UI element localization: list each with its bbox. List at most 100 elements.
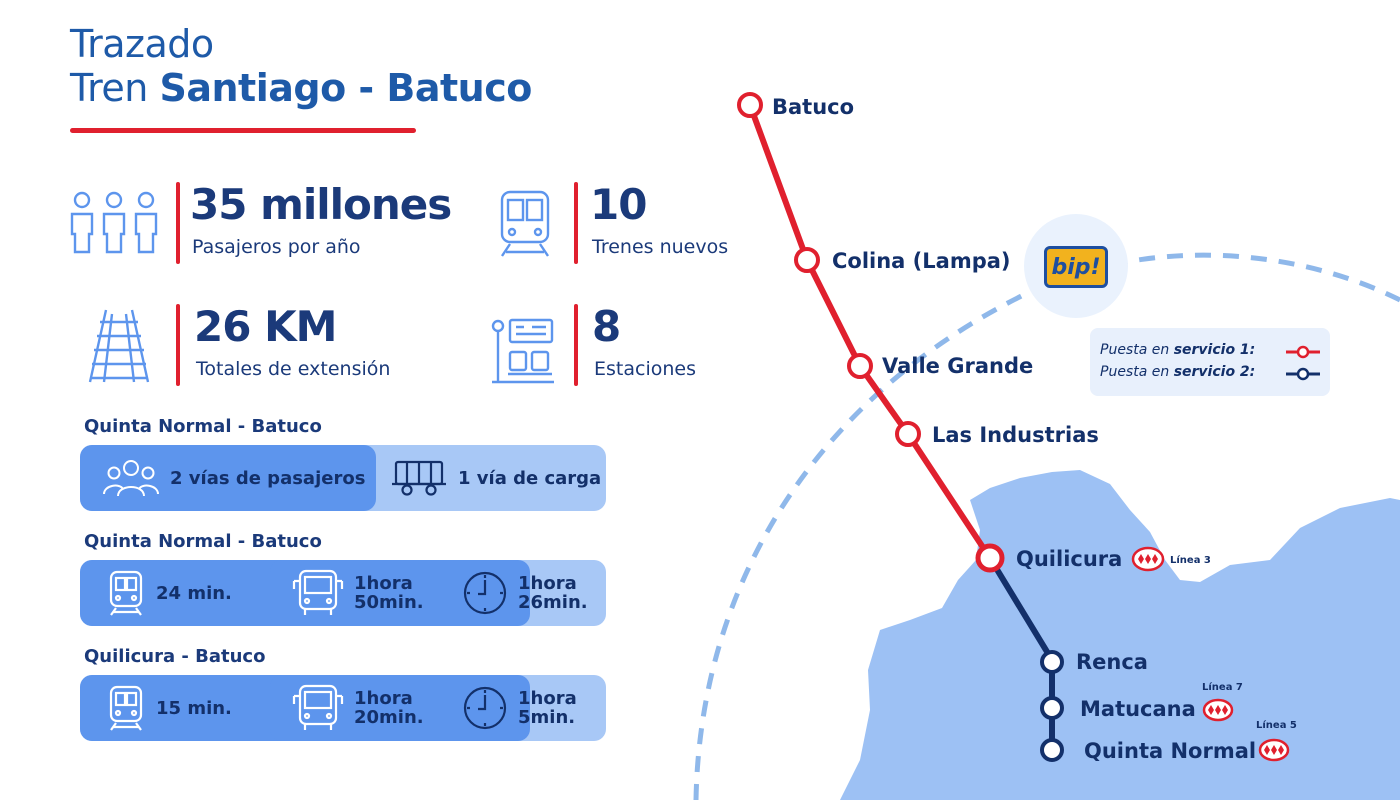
metro-line-label: Línea 3 — [1170, 554, 1211, 566]
stat-divider — [574, 304, 578, 386]
stat-label: Totales de extensión — [196, 358, 391, 380]
legend-phase-1-prefix: Puesta en — [1100, 342, 1174, 358]
page-title: Trazado Tren Santiago - Batuco — [70, 22, 532, 110]
station-marker-renca — [1040, 650, 1064, 674]
car-time-minutes: 26min. — [518, 592, 588, 613]
legend-phase-2: Puesta en servicio 2: — [1100, 364, 1255, 380]
title-prefix: Tren — [70, 66, 160, 110]
people-icon — [70, 191, 158, 254]
metro-diamonds-icon — [1264, 745, 1284, 755]
station-markers — [737, 92, 1064, 762]
station-marker-colina — [794, 247, 820, 273]
legend-phase-1-swatch — [1286, 345, 1320, 359]
station-label-batuco: Batuco — [772, 95, 854, 119]
bus-icon — [292, 684, 344, 730]
section-title-times-quilicura: Quilicura - Batuco — [84, 646, 266, 667]
bus-time-hours: 1hora — [354, 688, 413, 709]
station-label-quinta-normal: Quinta Normal — [1084, 739, 1256, 763]
stat-label: Estaciones — [594, 358, 696, 380]
station-marker-quilicura — [975, 543, 1005, 573]
metro-badge-line-3: Línea 3 — [1131, 546, 1211, 572]
metro-line-label: Línea 7 — [1202, 681, 1243, 693]
clock-icon — [463, 571, 507, 615]
stat-value: 8 — [592, 302, 621, 351]
stat-label: Trenes nuevos — [592, 236, 729, 258]
station-marker-matucana — [1040, 696, 1064, 720]
car-time-hours: 1hora — [518, 573, 577, 594]
legend-phase-2-prefix: Puesta en — [1100, 364, 1174, 380]
legend-phase-1: Puesta en servicio 1: — [1100, 342, 1255, 358]
metro-badge-line-5: Línea 5 — [1256, 719, 1297, 762]
train-time-label: 24 min. — [156, 582, 232, 604]
station-label-colina: Colina (Lampa) — [832, 249, 1011, 273]
stat-value: 10 — [590, 180, 647, 229]
legend-phase-1-label: servicio 1: — [1173, 342, 1256, 358]
station-label-quilicura: Quilicura — [1016, 547, 1122, 571]
title-route: Santiago - Batuco — [159, 66, 532, 110]
stat-label: Pasajeros por año — [192, 236, 361, 258]
car-time-hours: 1hora — [518, 688, 577, 709]
stat-passengers: 35 millones Pasajeros por año — [68, 180, 468, 266]
route-map: Batuco Colina (Lampa) Valle Grande Las I… — [693, 92, 1400, 800]
train-time-label: 15 min. — [156, 697, 232, 719]
freight-track-label: 1 vía de carga — [458, 467, 602, 489]
station-marker-batuco — [737, 92, 763, 118]
route-line-phase-1 — [747, 103, 993, 560]
station-label-valle-grande: Valle Grande — [882, 354, 1033, 378]
section-title-tracks: Quinta Normal - Batuco — [84, 416, 322, 437]
clock-icon — [463, 686, 507, 730]
metro-diamonds-icon — [1208, 705, 1228, 715]
bip-card-icon: bip! — [1044, 246, 1108, 288]
bus-icon — [292, 569, 344, 615]
station-label-renca: Renca — [1076, 650, 1148, 674]
stat-length: 26 KM Totales de extensión — [86, 302, 466, 388]
train-time: 24 min. — [106, 560, 232, 626]
station-marker-quinta-normal — [1040, 738, 1064, 762]
title-line-2: Tren Santiago - Batuco — [70, 66, 532, 110]
passenger-tracks: 2 vías de pasajeros — [102, 445, 365, 511]
station-marker-valle-grande — [847, 353, 873, 379]
tracks-highlight — [80, 445, 376, 511]
stat-stations: 8 Estaciones — [490, 302, 750, 388]
metro-diamonds-icon — [1138, 554, 1158, 564]
stat-value: 26 KM — [194, 302, 337, 351]
service-legend: Puesta en servicio 1: Puesta en servicio… — [1090, 328, 1330, 396]
stat-value: 35 millones — [190, 180, 452, 229]
legend-phase-2-swatch — [1286, 367, 1320, 381]
metro-line-label: Línea 5 — [1256, 719, 1297, 731]
stat-divider — [176, 182, 180, 264]
station-label-las-industrias: Las Industrias — [932, 423, 1099, 447]
bus-time-minutes: 20min. — [354, 707, 424, 728]
tracks-panel: 2 vías de pasajeros 1 vía de carga — [80, 445, 606, 511]
freight-wagon-icon — [392, 460, 446, 496]
railway-track-icon — [88, 309, 150, 383]
title-line-1: Trazado — [70, 22, 214, 66]
car-time-minutes: 5min. — [518, 707, 576, 728]
train-icon — [109, 570, 143, 616]
train-icon — [500, 190, 550, 257]
station-marker-las-industrias — [895, 421, 921, 447]
metro-badge-line-7: Línea 7 — [1202, 681, 1243, 722]
bus-time-hours: 1hora — [354, 573, 413, 594]
train-time: 15 min. — [106, 675, 232, 741]
bip-logo-badge: bip! — [1024, 214, 1128, 318]
train-icon — [109, 685, 143, 731]
bus-time-minutes: 50min. — [354, 592, 424, 613]
station-icon — [491, 318, 554, 384]
passenger-tracks-label: 2 vías de pasajeros — [170, 467, 366, 489]
stat-divider — [176, 304, 180, 386]
section-title-times-qn: Quinta Normal - Batuco — [84, 531, 322, 552]
legend-phase-2-label: servicio 2: — [1173, 364, 1256, 380]
stat-trains: 10 Trenes nuevos — [496, 180, 756, 266]
group-icon — [103, 460, 159, 497]
